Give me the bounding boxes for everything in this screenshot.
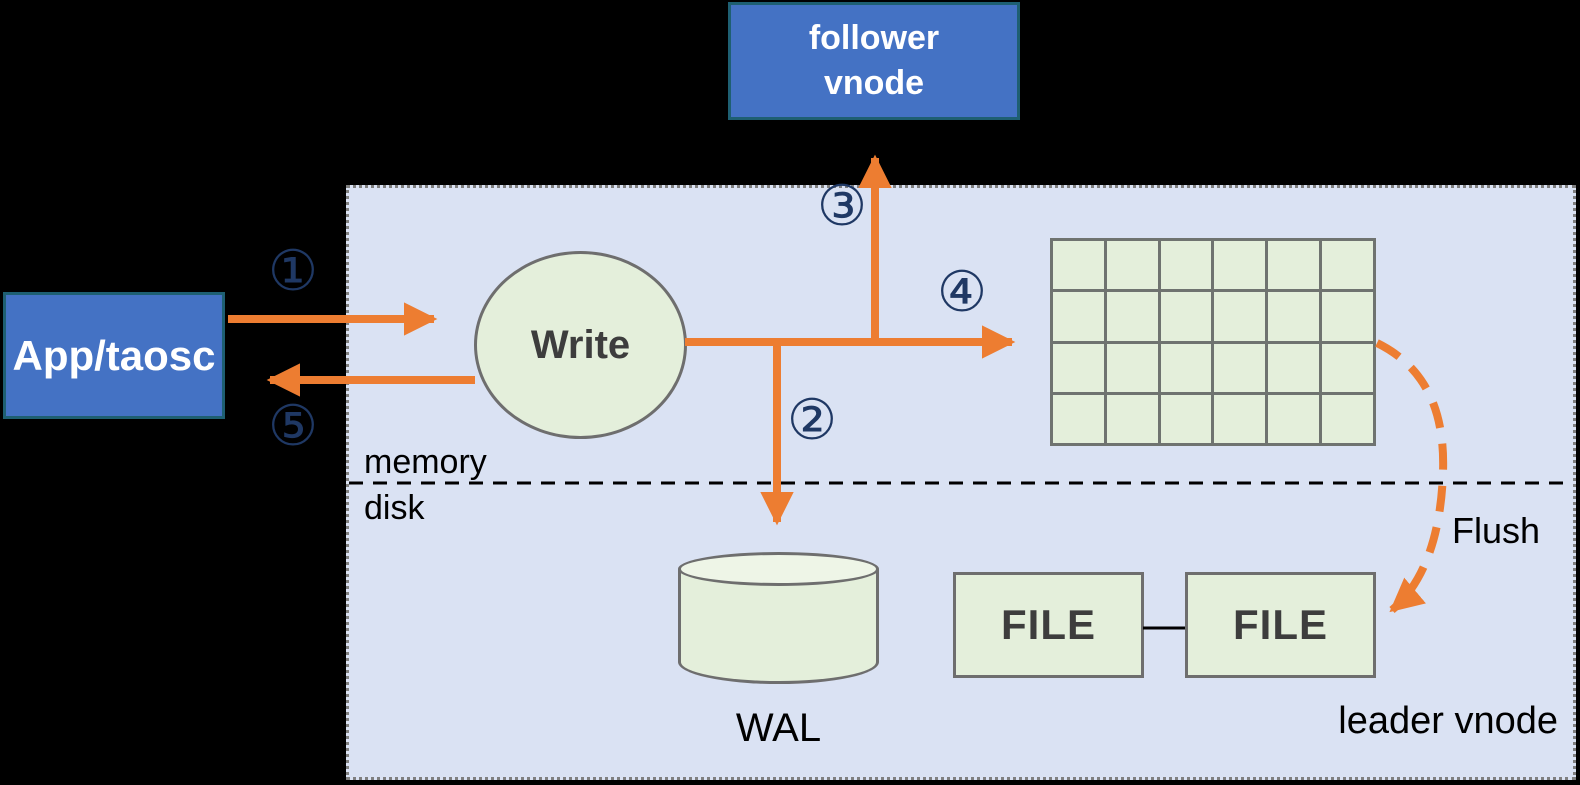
mem-table-cell	[1106, 394, 1158, 443]
step-5-number: ⑤	[267, 394, 319, 459]
wal-label: WAL	[735, 706, 822, 750]
file-box-right: FILE	[1185, 572, 1376, 678]
mem-table-cell	[1106, 241, 1158, 290]
follower-vnode-box: follower vnode	[728, 2, 1020, 120]
mem-table-cell	[1106, 292, 1158, 341]
mem-table-cell	[1160, 343, 1212, 392]
app-taosc-label: App/taosc	[12, 331, 216, 379]
mem-table-cell	[1322, 343, 1373, 392]
wal-cylinder	[678, 552, 879, 684]
disk-label: disk	[364, 489, 425, 527]
mem-table-cell	[1268, 292, 1320, 341]
mem-table-cell	[1214, 394, 1266, 443]
mem-table-cell	[1214, 241, 1266, 290]
app-taosc-box: App/taosc	[3, 292, 225, 419]
step-3-number: ③	[816, 174, 868, 239]
mem-table-cell	[1268, 343, 1320, 392]
mem-table-cell	[1053, 292, 1104, 341]
mem-table-cell	[1160, 292, 1212, 341]
follower-vnode-label: follower vnode	[808, 19, 940, 102]
step-4-number: ④	[936, 260, 988, 325]
mem-table-cell	[1268, 394, 1320, 443]
mem-table-cell	[1214, 292, 1266, 341]
mem-table-cell	[1214, 343, 1266, 392]
mem-table-cell	[1053, 394, 1104, 443]
file-right-label: FILE	[1233, 601, 1328, 648]
mem-table-grid	[1050, 238, 1376, 446]
step-2-number: ②	[786, 388, 838, 453]
mem-table-cell	[1268, 241, 1320, 290]
wal-cylinder-body	[678, 569, 879, 684]
mem-table-cell	[1160, 241, 1212, 290]
mem-table-cell	[1160, 394, 1212, 443]
mem-table-cell	[1053, 241, 1104, 290]
file-box-left: FILE	[953, 572, 1144, 678]
file-left-label: FILE	[1001, 601, 1096, 648]
mem-table-cell	[1053, 343, 1104, 392]
wal-cylinder-top	[678, 552, 879, 586]
leader-vnode-label: leader vnode	[1338, 700, 1558, 742]
step-1-number: ①	[267, 239, 319, 304]
flush-label: Flush	[1452, 510, 1541, 551]
write-node: Write	[474, 251, 687, 439]
mem-table-cell	[1106, 343, 1158, 392]
mem-table-cell	[1322, 241, 1373, 290]
mem-table-cell	[1322, 292, 1373, 341]
mem-table-cell	[1322, 394, 1373, 443]
write-label: Write	[530, 322, 631, 367]
memory-label: memory	[364, 443, 487, 481]
